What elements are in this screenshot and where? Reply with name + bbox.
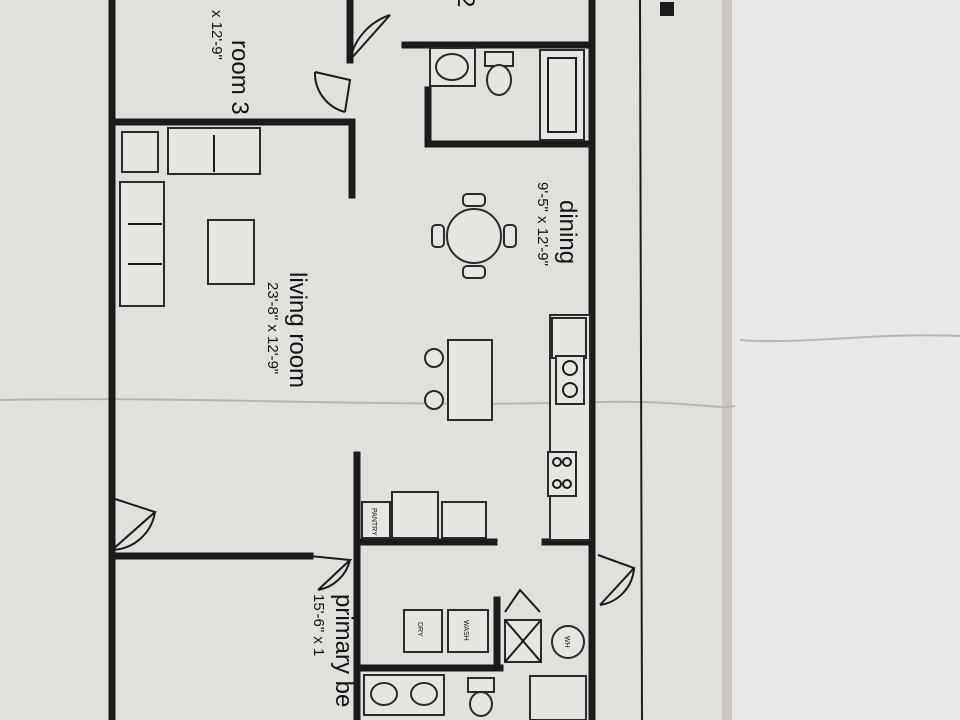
primary-bedroom-dimensions: 15'-6" x 1	[310, 594, 327, 656]
living-room-label-group: living room 23'-8" x 12'-9"	[264, 272, 311, 388]
bath2-toilet-tank	[484, 51, 514, 67]
bath2-tub	[539, 49, 585, 141]
water-heater-label: WH	[563, 636, 570, 648]
dining-label-group: dining 9'-5" x 12'-9"	[534, 182, 581, 266]
side-table	[121, 131, 159, 173]
burner-3	[552, 479, 562, 489]
burner-4	[562, 479, 572, 489]
bath2-toilet-bowl	[486, 64, 512, 96]
room-3-name: room 3	[226, 40, 253, 115]
dining-chair-top	[462, 193, 486, 207]
washer-label: WASH	[462, 620, 469, 641]
door-swing-living	[111, 497, 157, 551]
bath2-sink-basin	[435, 53, 469, 81]
room-3-dimensions: x 12'-9"	[208, 10, 225, 60]
cabinet-1	[391, 491, 439, 539]
primary-sink-1	[370, 682, 398, 706]
dining-name: dining	[554, 200, 581, 264]
dining-table	[446, 208, 502, 264]
bar-stool-2	[424, 390, 444, 410]
cabinet-2	[441, 501, 487, 539]
door-swing-primary	[309, 555, 353, 591]
door-swing-room3	[313, 71, 352, 113]
plan-border-line	[639, 0, 643, 720]
refrigerator	[551, 317, 587, 359]
water-heater	[551, 625, 585, 659]
sink-bowl-2	[562, 382, 578, 398]
coffee-table	[207, 219, 255, 285]
door-swing-exterior	[597, 554, 636, 606]
closet-x-2	[504, 619, 542, 663]
burner-2	[562, 457, 572, 467]
paper-sheet-right	[728, 0, 960, 720]
sofa	[119, 181, 165, 307]
room-3-label-group: room 3 x 12'-9"	[208, 10, 253, 115]
primary-tub	[529, 675, 587, 720]
bath-2-label-group: 2	[452, 0, 479, 7]
fold-crease-right	[739, 334, 960, 343]
range-stove	[547, 451, 577, 497]
primary-toilet-tank	[467, 677, 495, 693]
door-swing-laundry	[504, 588, 541, 613]
dining-chair-bottom	[462, 265, 486, 279]
living-room-name: living room	[284, 272, 311, 388]
dryer-label-group: DRY	[416, 622, 423, 637]
washer-label-group: WASH	[462, 620, 469, 641]
dryer-label: DRY	[416, 622, 423, 637]
water-heater-label-group: WH	[563, 636, 570, 648]
burner-1	[552, 457, 562, 467]
pantry-shelf	[361, 501, 391, 539]
dining-dimensions: 9'-5" x 12'-9"	[534, 182, 551, 266]
bath2-tub-inner	[547, 57, 577, 133]
bar-stool-1	[424, 348, 444, 368]
dryer	[403, 609, 443, 653]
primary-bedroom-name: primary be	[330, 594, 357, 707]
kitchen-island	[447, 339, 493, 421]
primary-toilet-bowl	[469, 691, 493, 717]
door-swing-hall	[349, 14, 391, 61]
kitchen-sink	[555, 355, 585, 405]
pantry-label-group: PANTRY	[370, 508, 377, 536]
primary-bedroom-label-group: primary be 15'-6" x 1	[310, 594, 357, 707]
pantry-label: PANTRY	[370, 508, 377, 536]
living-room-dimensions: 23'-8" x 12'-9"	[264, 282, 281, 374]
dining-chair-left	[431, 224, 445, 248]
corner-mark	[660, 2, 674, 16]
sink-bowl-1	[562, 360, 578, 376]
dining-chair-right	[503, 224, 517, 248]
paper-edge-shadow	[722, 0, 732, 720]
primary-sink-2	[410, 682, 438, 706]
bath-2-name: 2	[452, 0, 479, 7]
washer	[447, 609, 489, 653]
